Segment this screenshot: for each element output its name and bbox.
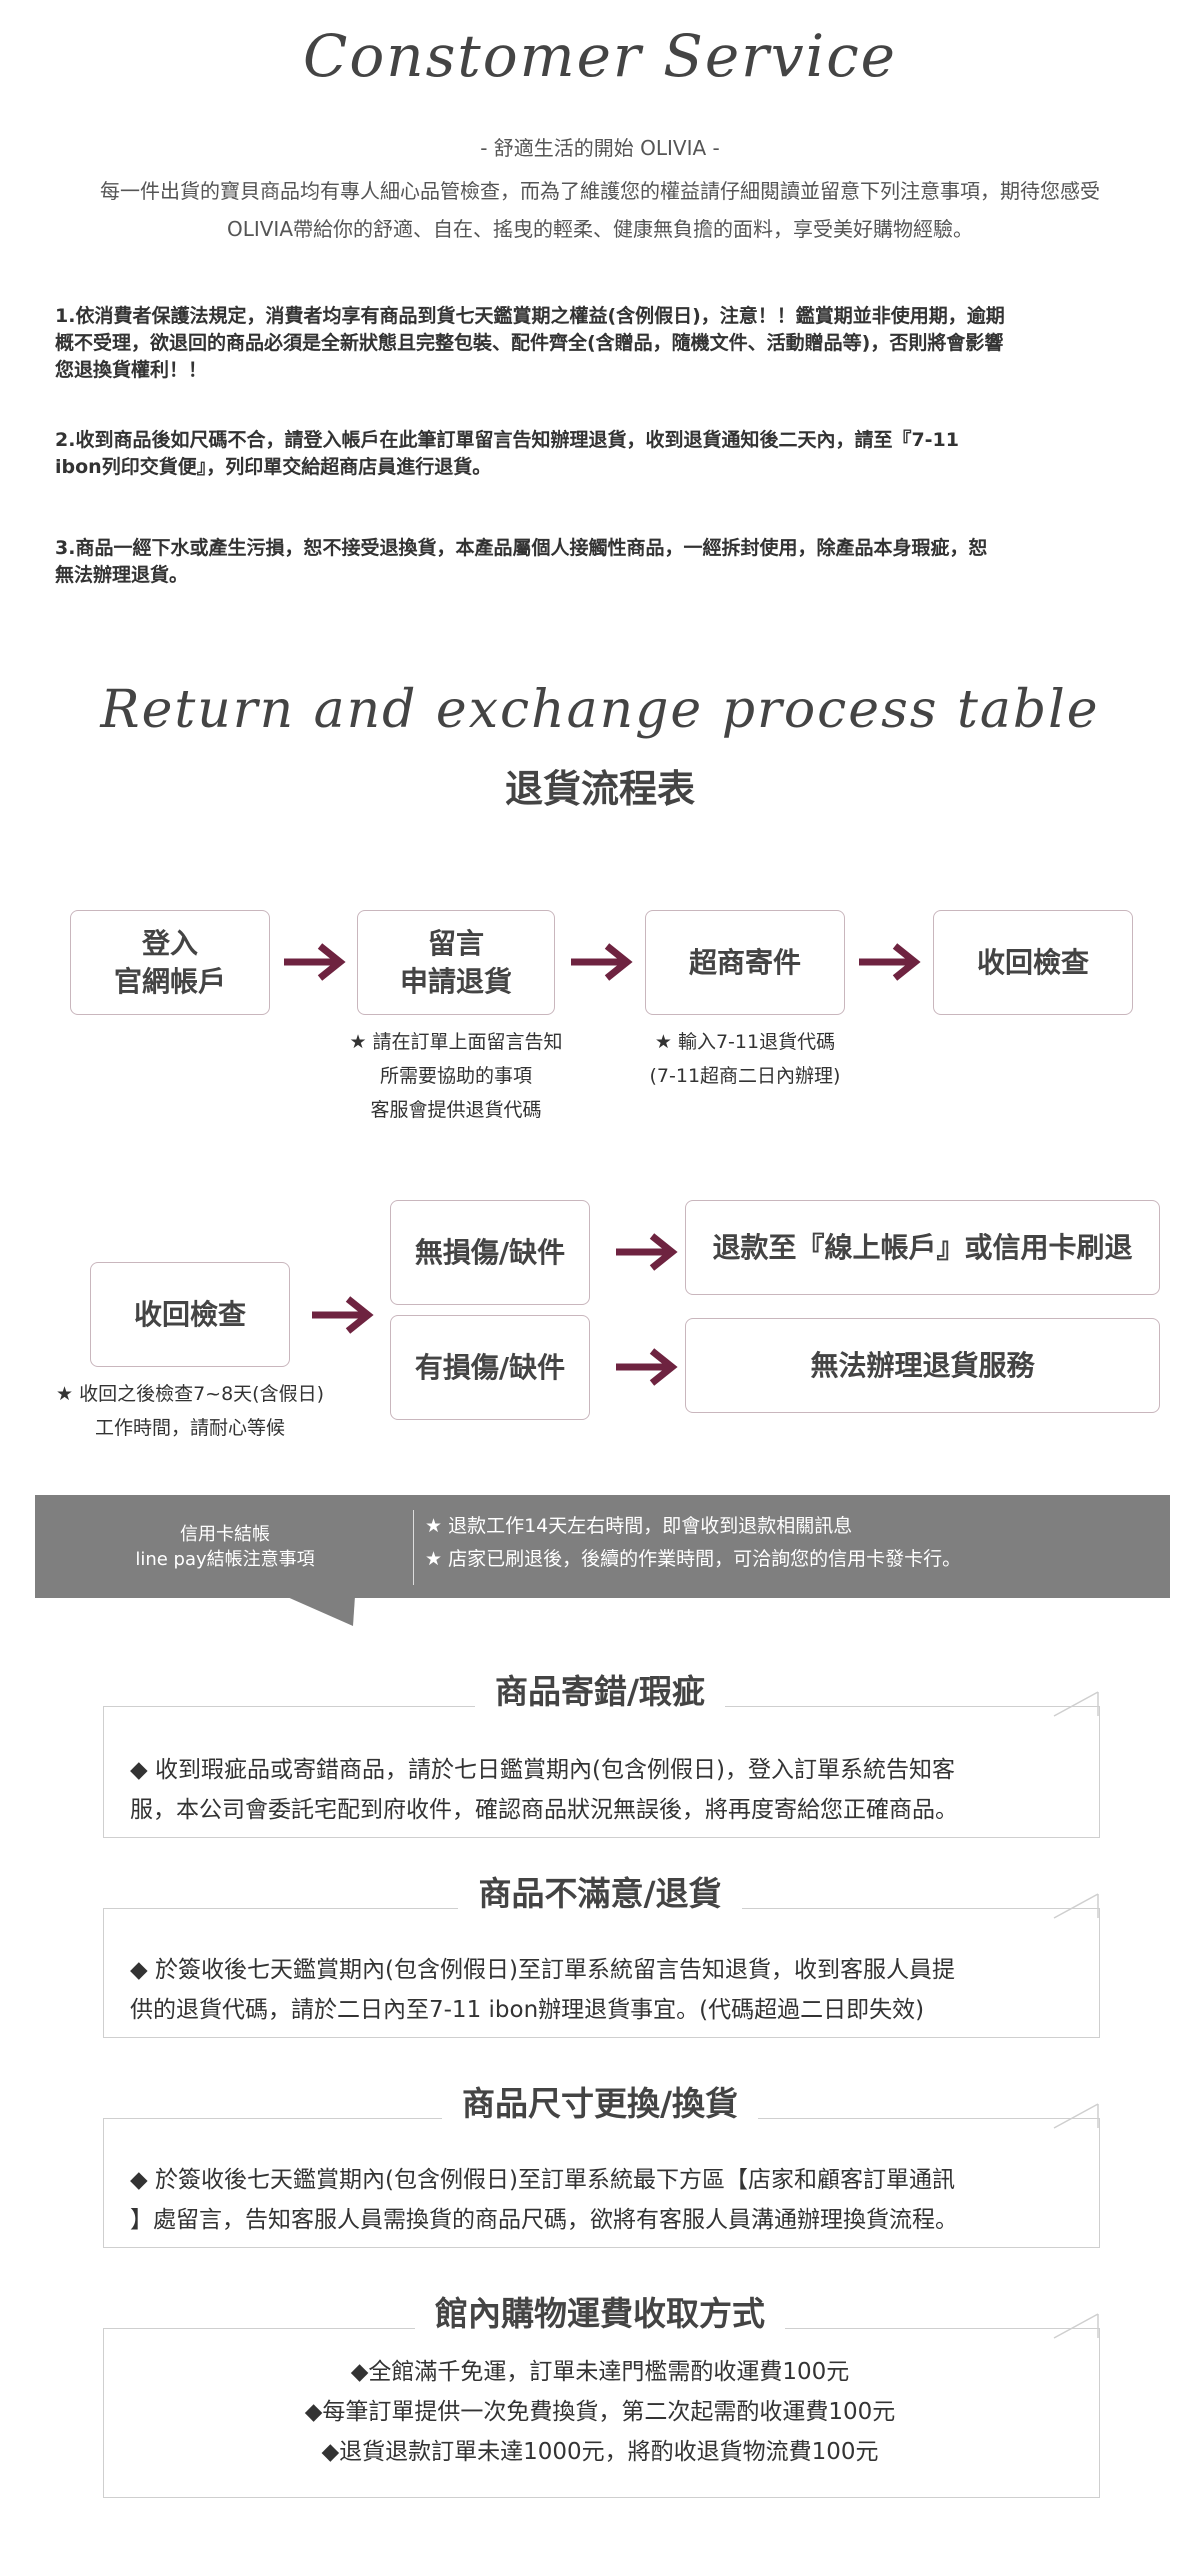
policy-1-line: 概不受理，欲退回的商品必須是全新狀態且完整包裝、配件齊全(含贈品，隨機文件、活動…	[55, 332, 1004, 354]
note-line: ★ 輸入7-11退貨代碼	[654, 1031, 836, 1053]
section-text-wrong-item: ◆ 收到瑕疵品或寄錯商品，請於七日鑑賞期內(包含例假日)，登入訂單系統告知客 服…	[130, 1750, 1080, 1830]
policy-1: 1.依消費者保護法規定，消費者均享有商品到貨七天鑑賞期之權益(含例假日)，注意！…	[55, 303, 1155, 384]
inspect-note: ★ 收回之後檢查7~8天(含假日) 工作時間，請耐心等候	[25, 1377, 355, 1445]
note-line: ★ 收回之後檢查7~8天(含假日)	[56, 1383, 324, 1405]
policy-1-line: 您退換貨權利！！	[55, 359, 208, 381]
section-title-exchange: 商品尺寸更換/換貨	[0, 2077, 1200, 2125]
banner-right-line2: ★ 店家已刷退後，後續的作業時間，可洽詢您的信用卡發卡行。	[425, 1548, 962, 1570]
corner-decoration	[1053, 2103, 1099, 2129]
no-service-label: 無法辦理退貨服務	[810, 1348, 1035, 1382]
step-store-ship: 超商寄件	[645, 910, 845, 1015]
corner-decoration	[1053, 2313, 1099, 2339]
intro-line-1: 每一件出貨的寶貝商品均有專人細心品管檢查，而為了維護您的權益請仔細閱讀並留意下列…	[100, 179, 1100, 203]
banner-left-line1: 信用卡結帳	[180, 1523, 270, 1545]
step-store-ship-label: 超商寄件	[688, 945, 801, 979]
section-title-text: 商品尺寸更換/換貨	[441, 2084, 759, 2123]
process-title: 退貨流程表	[504, 767, 695, 811]
section-box-shipping	[103, 2328, 1100, 2498]
customer-service-script-title: Constomer Service	[302, 22, 898, 90]
step-store-ship-note: ★ 輸入7-11退貨代碼 (7-11超商二日內辦理)	[600, 1025, 890, 1093]
section-line: ◆ 於簽收後七天鑑賞期內(包含例假日)至訂單系統留言告知退貨，收到客服人員提	[130, 1957, 955, 1983]
corner-decoration	[1053, 1691, 1099, 1717]
note-line: ★ 請在訂單上面留言告知	[349, 1031, 563, 1053]
refund-box: 退款至『線上帳戶』或信用卡刷退	[685, 1200, 1160, 1295]
section-line: ◆ 收到瑕疵品或寄錯商品，請於七日鑑賞期內(包含例假日)，登入訂單系統告知客	[130, 1757, 955, 1783]
section-text-return: ◆ 於簽收後七天鑑賞期內(包含例假日)至訂單系統留言告知退貨，收到客服人員提 供…	[130, 1950, 1080, 2030]
process-script-title: Return and exchange process table	[100, 680, 1100, 740]
policy-2-line: 2.收到商品後如尺碼不合，請登入帳戶在此筆訂單留言告知辦理退貨，收到退貨通知後二…	[55, 429, 959, 451]
arrow-right-icon	[616, 1233, 678, 1271]
note-line: 客服會提供退貨代碼	[370, 1099, 542, 1121]
banner-left-line2: line pay結帳注意事項	[135, 1548, 315, 1570]
banner-right-line1: ★ 退款工作14天左右時間，即會收到退款相關訊息	[425, 1515, 853, 1537]
banner-right: ★ 退款工作14天左右時間，即會收到退款相關訊息 ★ 店家已刷退後，後續的作業時…	[425, 1510, 1165, 1576]
corner-decoration	[1053, 1893, 1099, 1919]
section-line: ◆ 於簽收後七天鑑賞期內(包含例假日)至訂單系統最下方區【店家和顧客訂單通訊	[130, 2167, 955, 2193]
section-line: 供的退貨代碼，請於二日內至7-11 ibon辦理退貨事宜。(代碼超過二日即失效)	[130, 1997, 925, 2023]
policy-3-line: 無法辦理退貨。	[55, 564, 189, 586]
step-message-line1: 留言	[427, 926, 484, 960]
inspect-label: 收回檢查	[133, 1297, 246, 1331]
intro-line-2: OLIVIA帶給你的舒適、自在、搖曳的輕柔、健康無負擔的面料，享受美好購物經驗。	[226, 217, 974, 241]
no-damage-box: 無損傷/缺件	[390, 1200, 590, 1305]
refund-label: 退款至『線上帳戶』或信用卡刷退	[712, 1230, 1133, 1264]
banner-pointer	[285, 1596, 355, 1626]
section-title-wrong-item: 商品寄錯/瑕疵	[0, 1665, 1200, 1713]
policy-3-line: 3.商品一經下水或產生污損，恕不接受退換貨，本產品屬個人接觸性商品，一經拆封使用…	[55, 537, 988, 559]
damage-label: 有損傷/缺件	[414, 1350, 566, 1384]
note-line: (7-11超商二日內辦理)	[649, 1065, 841, 1087]
banner-divider	[413, 1510, 414, 1585]
tagline: - 舒適生活的開始 OLIVIA -	[480, 136, 720, 160]
step-message: 留言 申請退貨	[357, 910, 555, 1015]
arrow-right-icon	[616, 1348, 678, 1386]
note-line: 工作時間，請耐心等候	[94, 1417, 285, 1439]
policy-2: 2.收到商品後如尺碼不合，請登入帳戶在此筆訂單留言告知辦理退貨，收到退貨通知後二…	[55, 427, 1155, 481]
arrow-right-icon	[312, 1296, 374, 1334]
section-title-text: 商品不滿意/退貨	[458, 1874, 742, 1913]
section-title-shipping: 館內購物運費收取方式	[0, 2287, 1200, 2335]
policy-3: 3.商品一經下水或產生污損，恕不接受退換貨，本產品屬個人接觸性商品，一經拆封使用…	[55, 535, 1155, 589]
inspect-box: 收回檢查	[90, 1262, 290, 1367]
section-text-exchange: ◆ 於簽收後七天鑑賞期內(包含例假日)至訂單系統最下方區【店家和顧客訂單通訊 】…	[130, 2160, 1080, 2240]
section-box-wrong-item	[103, 1706, 1100, 1838]
arrow-right-icon	[571, 943, 633, 981]
step-message-line2: 申請退貨	[399, 964, 512, 998]
section-line: 服，本公司會委託宅配到府收件，確認商品狀況無誤後，將再度寄給您正確商品。	[130, 1797, 958, 1823]
step-message-note: ★ 請在訂單上面留言告知 所需要協助的事項 客服會提供退貨代碼	[310, 1025, 602, 1127]
section-line: 】處留言，告知客服人員需換貨的商品尺碼，欲將有客服人員溝通辦理換貨流程。	[130, 2207, 958, 2233]
arrow-right-icon	[284, 943, 346, 981]
shipping-line: ◆全館滿千免運，訂單未達門檻需酌收運費100元	[350, 2359, 850, 2385]
shipping-line: ◆每筆訂單提供一次免費換貨，第二次起需酌收運費100元	[304, 2399, 896, 2425]
banner-left: 信用卡結帳 line pay結帳注意事項	[35, 1495, 415, 1598]
section-box-exchange	[103, 2118, 1100, 2248]
policy-2-line: ibon列印交貨便』，列印單交給超商店員進行退貨。	[55, 456, 492, 478]
arrow-right-icon	[859, 943, 921, 981]
policy-1-line: 1.依消費者保護法規定，消費者均享有商品到貨七天鑑賞期之權益(含例假日)，注意！…	[55, 305, 1005, 327]
step-login-line1: 登入	[141, 926, 198, 960]
no-service-box: 無法辦理退貨服務	[685, 1318, 1160, 1413]
no-damage-label: 無損傷/缺件	[414, 1235, 566, 1269]
section-title-text: 館內購物運費收取方式	[415, 2294, 785, 2333]
step-login: 登入 官網帳戶	[70, 910, 270, 1015]
shipping-line: ◆退貨退款訂單未達1000元，將酌收退貨物流費100元	[321, 2439, 879, 2465]
step-inspect: 收回檢查	[933, 910, 1133, 1015]
step-inspect-label: 收回檢查	[976, 945, 1089, 979]
section-title-return: 商品不滿意/退貨	[0, 1867, 1200, 1915]
payment-notice-banner	[35, 1495, 1170, 1598]
section-title-text: 商品寄錯/瑕疵	[474, 1672, 726, 1711]
damage-box: 有損傷/缺件	[390, 1315, 590, 1420]
note-line: 所需要協助的事項	[379, 1065, 532, 1087]
step-login-line2: 官網帳戶	[113, 964, 226, 998]
